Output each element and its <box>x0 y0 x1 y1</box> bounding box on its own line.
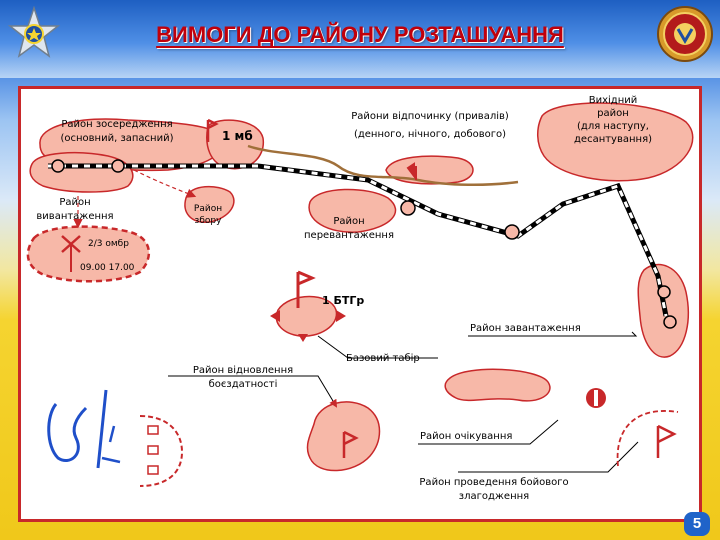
flag-1mb-icon <box>206 118 219 142</box>
label-training-area: Район проведення бойового злагодження <box>419 477 569 502</box>
training-arc <box>616 410 679 467</box>
station-transship <box>400 200 416 216</box>
label-unit-1mb: 1 мб <box>222 129 253 143</box>
label-waiting-area: Район очікування <box>420 431 513 442</box>
station-load-2 <box>663 315 677 329</box>
camp-bottom-marker <box>298 334 308 342</box>
unit-box-1 <box>147 425 159 435</box>
unit-box-2 <box>147 445 159 455</box>
blue-line-symbol <box>96 389 108 469</box>
label-unload-area: Район вивантаження <box>36 197 114 222</box>
flag-btg-icon <box>296 270 316 308</box>
label-recovery-area: Район відновлення боєздатності <box>192 365 294 390</box>
rest-area-shape <box>385 155 474 185</box>
callout-load <box>468 331 638 337</box>
scheme-diagram <box>26 102 694 487</box>
label-base-camp: Базовий табір <box>346 353 420 364</box>
label-rest-areas: Райони відпочинку (привалів) (денного, н… <box>351 111 509 140</box>
label-transship-area: Район перевантаження <box>304 216 394 241</box>
callout-recovery <box>168 375 338 408</box>
station-unload-2 <box>111 159 125 173</box>
unit-halfround-symbol <box>139 415 184 487</box>
label-brigade: 2/3 омбр <box>88 239 129 249</box>
label-btg: 1 БТГр <box>322 294 365 307</box>
start-area-shape <box>537 102 694 182</box>
brigade-dashed-area <box>26 225 151 283</box>
label-concentration-area: Район зосередження (основний, запасний) <box>60 119 174 144</box>
unit-box-3 <box>147 465 159 475</box>
camp-left-marker <box>270 310 280 322</box>
blue-small-symbol <box>101 425 121 464</box>
star-emblem-icon <box>7 6 61 58</box>
waiting-area-shape <box>444 368 551 402</box>
road-line <box>247 144 519 187</box>
label-start-area: Вихідний район (для наступу, десантуванн… <box>574 95 652 145</box>
header-band <box>0 0 720 78</box>
label-times: 09.00 17.00 <box>80 263 135 273</box>
gather-area-shape <box>184 185 235 223</box>
callout-base-camp <box>317 335 438 359</box>
station-transship-2 <box>504 224 520 240</box>
concentration-area-shape-2 <box>206 119 264 170</box>
blue-loop-symbol <box>47 403 88 462</box>
flag-training-icon <box>656 424 677 458</box>
station-unload <box>51 159 65 173</box>
round-badge-emblem-icon <box>657 6 713 62</box>
flag-recovery-icon <box>342 430 359 458</box>
base-camp-area-shape <box>275 295 338 337</box>
page-number-badge: 5 <box>684 512 710 536</box>
camp-right-marker <box>336 310 346 322</box>
slide-title: ВИМОГИ ДО РАЙОНУ РОЗТАШУАННЯ <box>156 22 564 47</box>
label-load-area: Район завантаження <box>470 323 581 334</box>
rest-marker-icon <box>406 162 417 180</box>
callout-training <box>458 441 639 473</box>
station-load <box>657 285 671 299</box>
connector-gather <box>133 169 197 198</box>
callout-waiting <box>418 419 559 445</box>
label-gather-area: Район збору <box>193 204 223 227</box>
transship-area-shape <box>308 188 397 233</box>
